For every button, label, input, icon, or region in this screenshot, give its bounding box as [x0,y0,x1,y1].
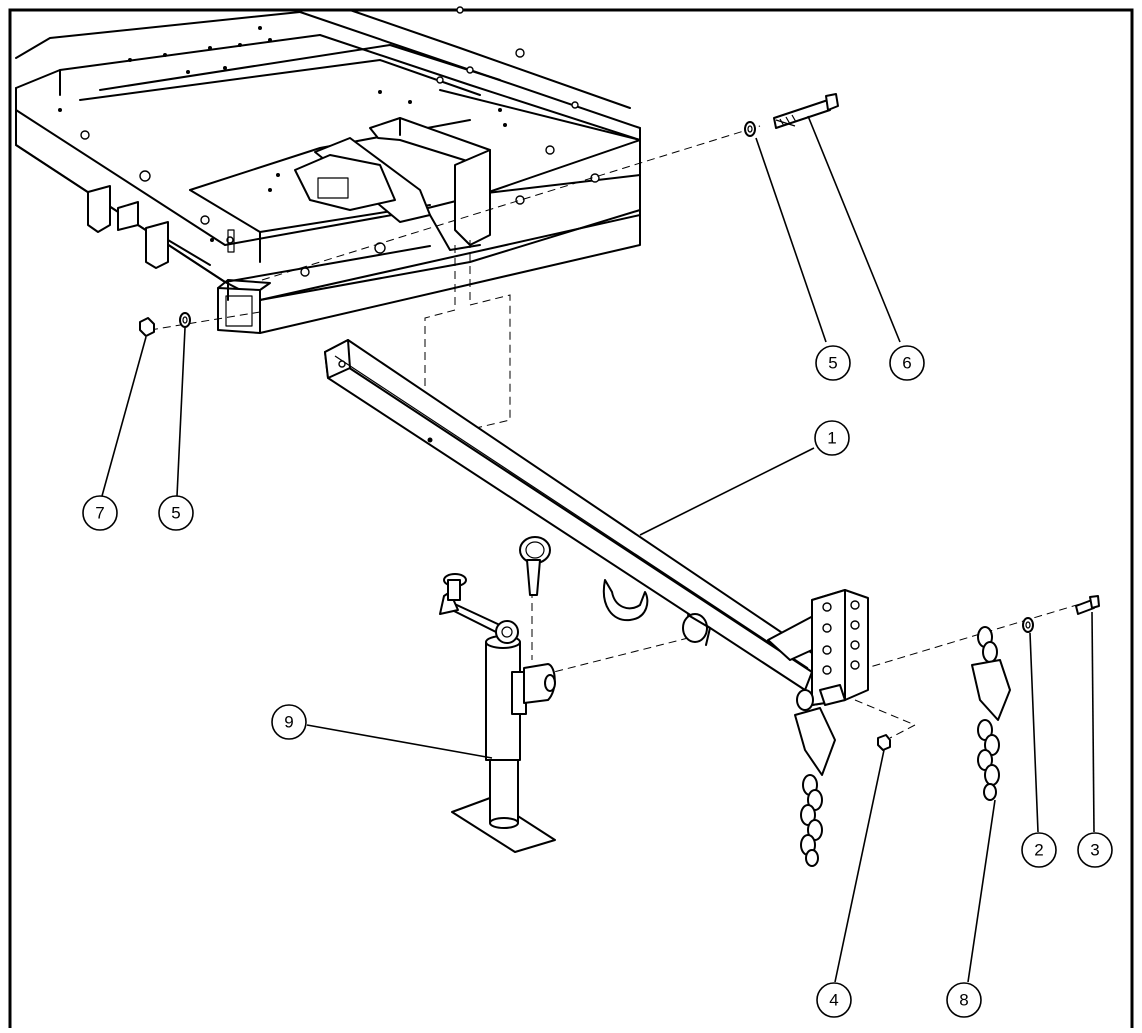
callout-label: 6 [902,354,911,373]
callout-label: 5 [828,354,837,373]
callout-label: 1 [827,429,836,448]
callout-8: 8 [946,982,982,1018]
safety-chain-right [971,626,1011,801]
callout-label: 3 [1090,841,1099,860]
callout-6: 6 [889,345,925,381]
jack-stand [439,573,556,853]
callout-5-right: 5 [815,345,851,381]
callout-7: 7 [82,495,118,531]
callout-9: 9 [271,704,307,740]
callout-3: 3 [1077,832,1113,868]
callout-5-left: 5 [158,495,194,531]
callout-4: 4 [816,982,852,1018]
callout-label: 4 [829,991,838,1010]
callout-label: 2 [1034,841,1043,860]
hardware [139,93,1100,751]
callout-1: 1 [814,420,850,456]
leader-lines [101,115,1095,983]
callout-2: 2 [1021,832,1057,868]
callout-label: 7 [95,504,104,523]
trailer-frame [15,6,641,334]
tongue-tube [324,339,816,691]
lynch-pin [519,536,551,596]
assembly-centerlines [149,125,1081,739]
safety-chain-left [794,689,836,867]
callout-label: 5 [171,504,180,523]
callout-label: 9 [284,713,293,732]
coupler-plate [811,589,869,706]
drawing-border [8,8,1134,1033]
callout-label: 8 [959,991,968,1010]
